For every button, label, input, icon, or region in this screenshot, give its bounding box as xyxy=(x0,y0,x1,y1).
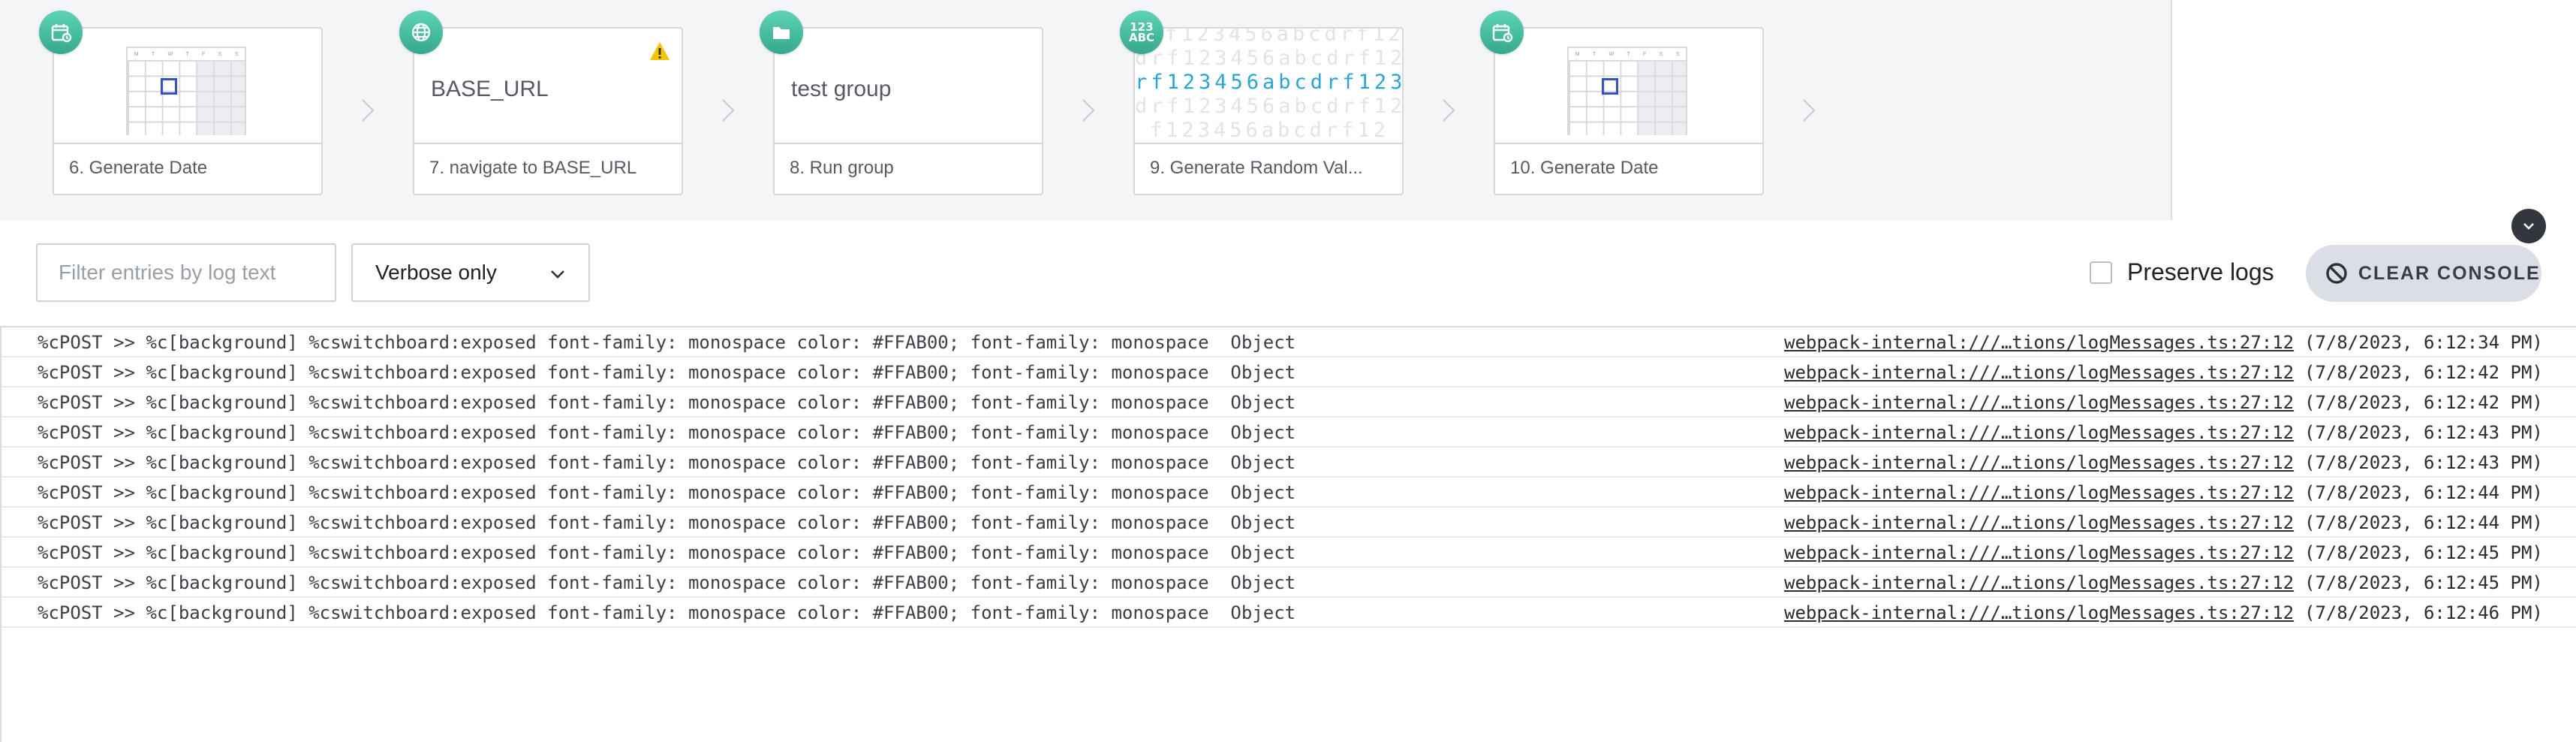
log-row: %cPOST >> %c[background] %cswitchboard:e… xyxy=(2,478,2576,508)
calendar-icon xyxy=(39,11,83,54)
preserve-logs-label: Preserve logs xyxy=(2127,258,2274,285)
log-source-link[interactable]: webpack-internal:///…tions/logMessages.t… xyxy=(1784,422,2295,443)
log-timestamp: (7/8/2023, 6:12:44 PM) xyxy=(2304,512,2543,533)
log-timestamp: (7/8/2023, 6:12:43 PM) xyxy=(2304,452,2543,473)
log-timestamp: (7/8/2023, 6:12:45 PM) xyxy=(2304,542,2543,563)
calendar-icon xyxy=(1480,11,1524,54)
console-log-list: %cPOST >> %c[background] %cswitchboard:e… xyxy=(0,326,2576,742)
log-filter-input[interactable] xyxy=(36,243,336,302)
chevron-down-icon xyxy=(2523,223,2534,230)
log-row: %cPOST >> %c[background] %cswitchboard:e… xyxy=(2,357,2576,388)
log-source-link[interactable]: webpack-internal:///…tions/logMessages.t… xyxy=(1784,572,2295,593)
log-source-link[interactable]: webpack-internal:///…tions/logMessages.t… xyxy=(1784,542,2295,563)
step-label: 9. Generate Random Val... xyxy=(1150,158,1363,178)
log-message: %cPOST >> %c[background] %cswitchboard:e… xyxy=(38,392,1296,413)
log-message: %cPOST >> %c[background] %cswitchboard:e… xyxy=(38,482,1296,503)
log-source-link[interactable]: webpack-internal:///…tions/logMessages.t… xyxy=(1784,602,2295,623)
log-message: %cPOST >> %c[background] %cswitchboard:e… xyxy=(38,362,1296,383)
step-preview: BASE_URL xyxy=(414,29,682,143)
step-label: 7. navigate to BASE_URL xyxy=(429,158,637,178)
log-row: %cPOST >> %c[background] %cswitchboard:e… xyxy=(2,568,2576,598)
random-line: drf123456abcdrf12 xyxy=(1135,47,1402,70)
log-row: %cPOST >> %c[background] %cswitchboard:e… xyxy=(2,327,2576,357)
log-source-link[interactable]: webpack-internal:///…tions/logMessages.t… xyxy=(1784,482,2295,503)
step-card-9[interactable]: f123456abcdrf12 drf123456abcdrf12 rf1234… xyxy=(1133,27,1404,195)
log-source-link[interactable]: webpack-internal:///…tions/logMessages.t… xyxy=(1784,452,2295,473)
step-label: 8. Run group xyxy=(790,158,894,178)
chevron-right-icon xyxy=(1443,99,1455,122)
log-row: %cPOST >> %c[background] %cswitchboard:e… xyxy=(2,448,2576,478)
log-source-link[interactable]: webpack-internal:///…tions/logMessages.t… xyxy=(1784,392,2295,413)
chevron-right-icon xyxy=(722,99,735,122)
log-message: %cPOST >> %c[background] %cswitchboard:e… xyxy=(38,332,1296,353)
log-timestamp: (7/8/2023, 6:12:34 PM) xyxy=(2304,332,2543,353)
clear-console-button[interactable]: CLEAR CONSOLE xyxy=(2306,245,2541,302)
log-source-link[interactable]: webpack-internal:///…tions/logMessages.t… xyxy=(1784,362,2295,383)
random-line: drf123456abcdrf12 xyxy=(1135,95,1402,118)
log-timestamp: (7/8/2023, 6:12:46 PM) xyxy=(2304,602,2543,623)
log-level-value: Verbose only xyxy=(375,261,497,284)
log-message: %cPOST >> %c[background] %cswitchboard:e… xyxy=(38,542,1296,563)
step-preview-text: test group xyxy=(791,77,892,101)
log-message: %cPOST >> %c[background] %cswitchboard:e… xyxy=(38,452,1296,473)
globe-icon xyxy=(399,11,443,54)
random-line-highlighted: rf123456abcdrf123 xyxy=(1135,71,1402,94)
preserve-logs-checkbox[interactable] xyxy=(2090,261,2112,284)
random-values-preview: f123456abcdrf12 drf123456abcdrf12 rf1234… xyxy=(1135,29,1402,143)
log-message: %cPOST >> %c[background] %cswitchboard:e… xyxy=(38,512,1296,533)
step-card-8[interactable]: test group 8. Run group xyxy=(773,27,1043,195)
log-message: %cPOST >> %c[background] %cswitchboard:e… xyxy=(38,602,1296,623)
warning-icon xyxy=(650,42,670,60)
block-icon xyxy=(2326,263,2347,284)
random-line: f123456abcdrf12 xyxy=(1150,119,1389,142)
collapse-panel-button[interactable] xyxy=(2511,209,2546,243)
log-message: %cPOST >> %c[background] %cswitchboard:e… xyxy=(38,572,1296,593)
log-timestamp: (7/8/2023, 6:12:45 PM) xyxy=(2304,572,2543,593)
selected-day xyxy=(1602,78,1618,95)
log-row: %cPOST >> %c[background] %cswitchboard:e… xyxy=(2,388,2576,418)
clear-console-label: CLEAR CONSOLE xyxy=(2358,262,2541,284)
log-timestamp: (7/8/2023, 6:12:42 PM) xyxy=(2304,362,2543,383)
step-label: 6. Generate Date xyxy=(69,158,208,178)
step-label: 10. Generate Date xyxy=(1510,158,1659,178)
step-preview-text: BASE_URL xyxy=(431,77,549,101)
log-row: %cPOST >> %c[background] %cswitchboard:e… xyxy=(2,418,2576,448)
folder-icon xyxy=(760,11,803,54)
log-level-select[interactable]: Verbose only xyxy=(351,243,590,302)
log-timestamp: (7/8/2023, 6:12:43 PM) xyxy=(2304,422,2543,443)
log-row: %cPOST >> %c[background] %cswitchboard:e… xyxy=(2,598,2576,628)
log-source-link[interactable]: webpack-internal:///…tions/logMessages.t… xyxy=(1784,332,2295,353)
chevron-right-icon xyxy=(362,99,375,122)
chevron-right-icon xyxy=(1803,99,1816,122)
step-card-7[interactable]: BASE_URL 7. navigate to BASE_URL xyxy=(413,27,683,195)
log-message: %cPOST >> %c[background] %cswitchboard:e… xyxy=(38,422,1296,443)
step-preview: test group xyxy=(775,29,1042,143)
chevron-right-icon xyxy=(1082,99,1095,122)
selected-day xyxy=(161,78,177,95)
log-timestamp: (7/8/2023, 6:12:42 PM) xyxy=(2304,392,2543,413)
log-row: %cPOST >> %c[background] %cswitchboard:e… xyxy=(2,538,2576,568)
random-line: f123456abcdrf12 xyxy=(1165,29,1402,46)
log-timestamp: (7/8/2023, 6:12:44 PM) xyxy=(2304,482,2543,503)
chevron-down-icon xyxy=(551,270,564,279)
log-row: %cPOST >> %c[background] %cswitchboard:e… xyxy=(2,508,2576,538)
log-source-link[interactable]: webpack-internal:///…tions/logMessages.t… xyxy=(1784,512,2295,533)
